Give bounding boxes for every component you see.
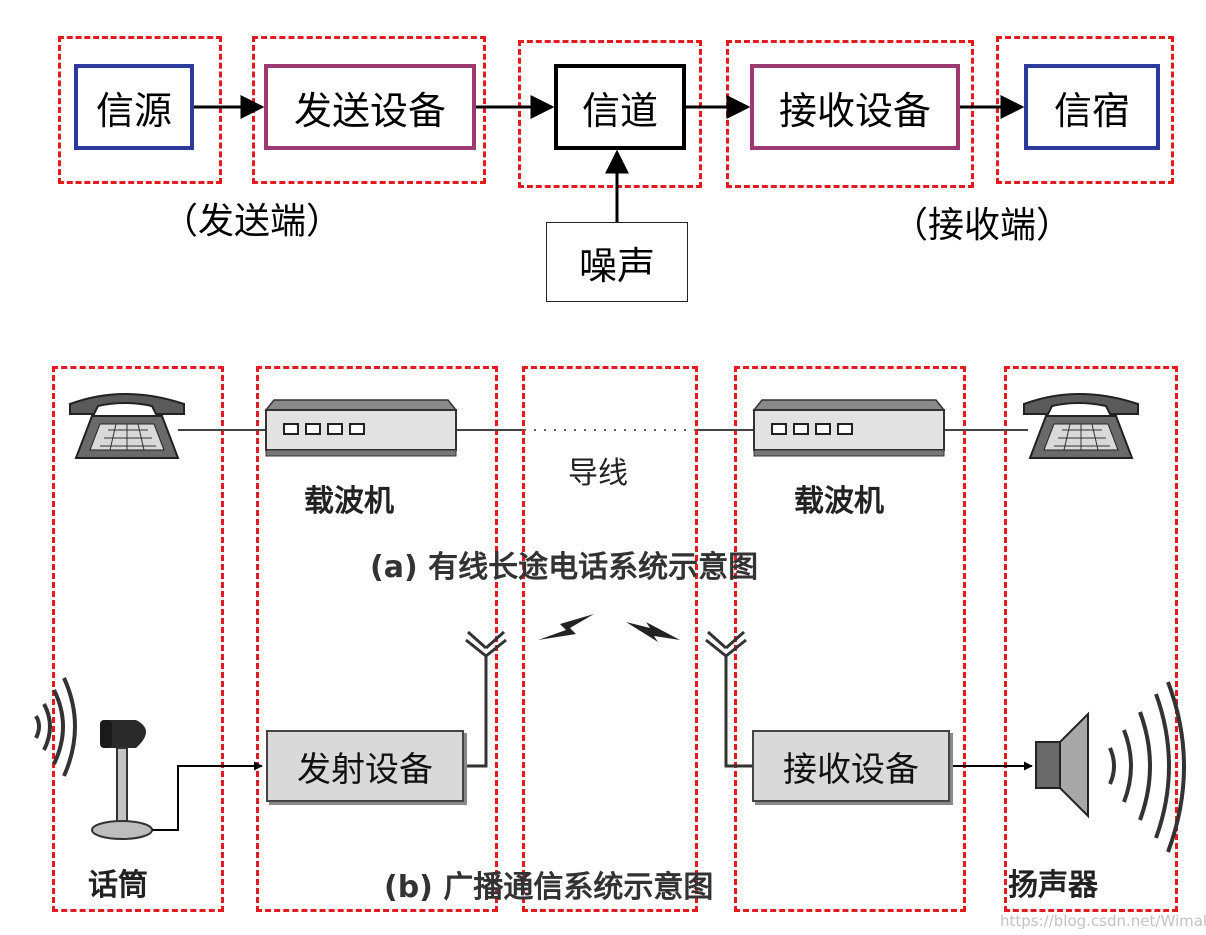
watermark: https://blog.csdn.net/Wimake: [1000, 912, 1206, 930]
caption-sender-end: （发送端）: [162, 201, 343, 242]
sound-wave-icon: [34, 677, 77, 777]
frame-sink: [996, 36, 1174, 184]
label-wire: 导线: [568, 456, 628, 491]
antenna-icon: [465, 630, 507, 768]
carrier-modem-icon: [752, 399, 946, 457]
block-sink: 信宿: [1024, 64, 1160, 150]
caption-broadcast-system: (b) 广播通信系统示意图: [384, 870, 714, 905]
microphone-icon: [91, 720, 153, 840]
frame-source: [58, 36, 222, 184]
sound-wave-icon: [1108, 681, 1186, 853]
label-speaker: 扬声器: [1008, 868, 1098, 903]
frame-channel: [518, 40, 702, 188]
box-transmitter: 发射设备: [266, 730, 464, 802]
label-microphone: 话筒: [88, 868, 148, 903]
telephone-icon: [1023, 393, 1139, 459]
label-carrier-left: 载波机: [304, 484, 394, 519]
block-source: 信源: [74, 64, 194, 150]
lightning-icon: [538, 614, 594, 640]
block-receiver: 接收设备: [750, 64, 960, 150]
frame-col-3: [522, 366, 698, 912]
frame-col-5: [1004, 366, 1178, 912]
model-arrows: [194, 95, 1025, 222]
carrier-modem-icon: [264, 399, 458, 457]
caption-wired-system: (a) 有线长途电话系统示意图: [370, 550, 759, 585]
frame-col-1: [52, 366, 224, 912]
label-carrier-right: 载波机: [794, 484, 884, 519]
telephone-icon: [69, 393, 185, 459]
speaker-icon: [1035, 711, 1089, 819]
block-noise: 噪声: [546, 222, 688, 302]
mic-cable: [152, 761, 263, 831]
block-transmitter: 发送设备: [264, 64, 476, 150]
block-channel: 信道: [554, 64, 686, 150]
box-receiver: 接收设备: [752, 730, 950, 802]
antenna-icon: [705, 630, 752, 768]
caption-receiver-end: （接收端）: [892, 205, 1073, 246]
lightning-icon: [626, 622, 680, 642]
